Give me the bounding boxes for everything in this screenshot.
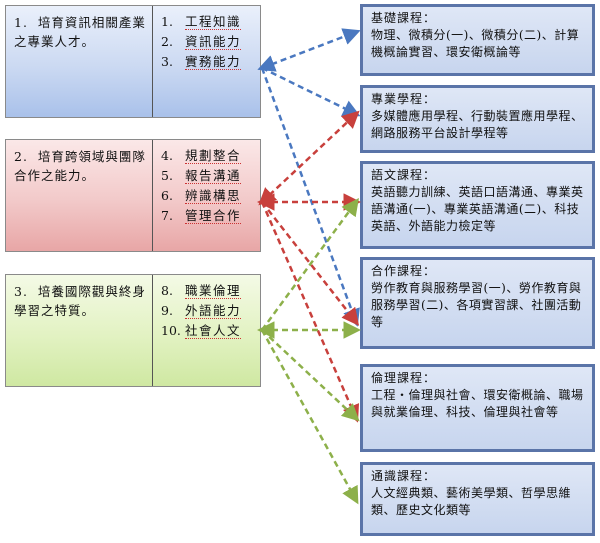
goal-text-cell: 2. 培育跨領域與團隊合作之能力。 (6, 140, 153, 251)
ability-list: 8. 職業倫理 9. 外語能力 10. 社會人文 (153, 275, 260, 386)
ability-item: 6. 辨識構思 (161, 188, 241, 204)
ability-item: 10. 社會人文 (161, 323, 241, 339)
course-title: 合作課程： (371, 264, 437, 278)
arrow-blue-cooperation (260, 67, 360, 327)
course-body: 人文經典類、藝術美學類、哲學思維類、歷史文化類等 (371, 486, 572, 517)
ability-item: 5. 報告溝通 (161, 168, 241, 184)
course-box-program: 專業學程： 多媒體應用學程、行動裝置應用學程、網路服務平台設計學程等 (360, 85, 595, 153)
course-box-ethics: 倫理課程： 工程‧倫理與社會、環安衛概論、職場與就業倫理、科技、倫理與社會等 (360, 364, 595, 452)
ability-item: 9. 外語能力 (161, 303, 241, 319)
arrow-green-language (260, 197, 359, 331)
goal-text: 3. 培養國際觀與終身學習之特質。 (14, 284, 146, 318)
ability-item: 4. 規劃整合 (161, 148, 241, 164)
arrow-green-ethics (261, 329, 360, 422)
course-body: 工程‧倫理與社會、環安衛概論、職場與就業倫理、科技、倫理與社會等 (371, 388, 584, 419)
goal-box-1: 1. 培育資訊相關產業之專業人才。 1. 工程知識 2. 資訊能力 3. 實務能… (5, 5, 261, 118)
goal-text: 1. 培育資訊相關產業之專業人才。 (14, 15, 146, 49)
course-title: 語文課程： (371, 168, 437, 182)
arrow-blue-program (261, 66, 361, 117)
ability-item: 8. 職業倫理 (161, 283, 241, 299)
goal-text-cell: 3. 培養國際觀與終身學習之特質。 (6, 275, 153, 386)
course-box-cooperation: 合作課程： 勞作教育與服務學習(一)、勞作教育與服務學習(二)、各項實習課、社團… (360, 257, 595, 349)
course-body: 勞作教育與服務學習(一)、勞作教育與服務學習(二)、各項實習課、社團活動等 (371, 281, 582, 329)
course-title: 倫理課程： (371, 371, 437, 385)
ability-item: 7. 管理合作 (161, 208, 241, 224)
course-title: 基礎課程： (371, 11, 437, 25)
arrow-blue-basic (257, 28, 361, 72)
course-title: 專業學程： (371, 92, 437, 106)
ability-list: 4. 規劃整合 5. 報告溝通 6. 辨識構思 7. 管理合作 (153, 140, 260, 251)
course-body: 英語聽力訓練、英語口語溝通、專業英語溝通(一)、專業英語溝通(二)、科技英語、外… (371, 185, 584, 233)
goal-box-3: 3. 培養國際觀與終身學習之特質。 8. 職業倫理 9. 外語能力 10. 社會… (5, 274, 261, 387)
ability-list: 1. 工程知識 2. 資訊能力 3. 實務能力 (153, 6, 260, 117)
goal-text: 2. 培育跨領域與團隊合作之能力。 (14, 149, 146, 183)
course-box-language: 語文課程： 英語聽力訓練、英語口語溝通、專業英語溝通(一)、專業英語溝通(二)、… (360, 161, 595, 249)
goal-box-2: 2. 培育跨領域與團隊合作之能力。 4. 規劃整合 5. 報告溝通 6. 辨識構… (5, 139, 261, 252)
course-body: 物理、微積分(一)、微積分(二)、計算機概論實習、環安衛概論等 (371, 28, 580, 59)
course-box-general: 通識課程： 人文經典類、藝術美學類、哲學思維類、歷史文化類等 (360, 462, 595, 536)
course-box-basic: 基礎課程： 物理、微積分(一)、微積分(二)、計算機概論實習、環安衛概論等 (360, 4, 595, 76)
course-title: 通識課程： (371, 469, 437, 483)
course-body: 多媒體應用學程、行動裝置應用學程、網路服務平台設計學程等 (371, 109, 584, 140)
ability-item: 2. 資訊能力 (161, 34, 241, 50)
arrow-red-cooperation (261, 201, 360, 326)
ability-item: 1. 工程知識 (161, 14, 241, 30)
ability-item: 3. 實務能力 (161, 54, 241, 70)
arrow-green-general (260, 329, 359, 505)
goal-text-cell: 1. 培育資訊相關產業之專業人才。 (6, 6, 153, 117)
arrow-red-program (258, 110, 360, 206)
